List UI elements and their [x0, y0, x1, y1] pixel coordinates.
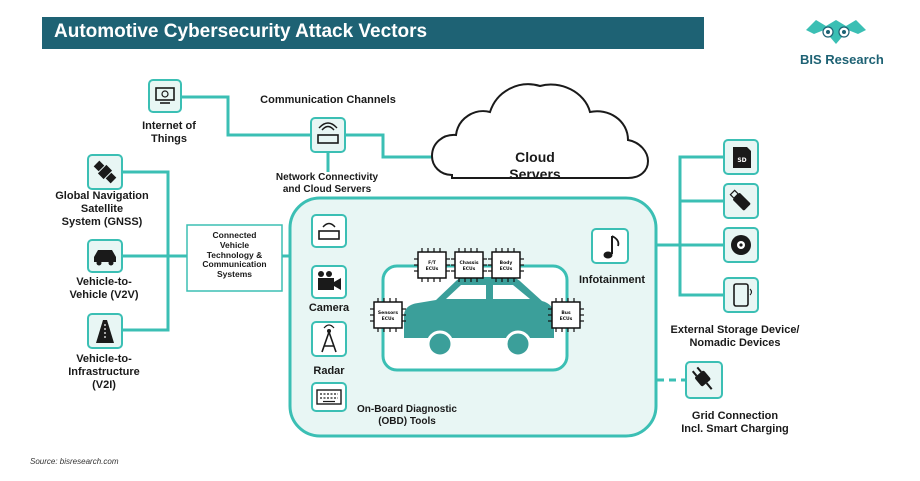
- label-external-storage-line-1: External Storage Device/: [670, 324, 800, 336]
- label-v2i-line-3: (V2I): [92, 379, 116, 392]
- label-cloud-servers-line-1: Cloud: [515, 149, 555, 165]
- svg-text:Chassis: Chassis: [459, 260, 478, 266]
- chip-chassis-ecus: Chassis ECUs: [451, 248, 487, 282]
- router-icon-network: [311, 214, 347, 248]
- label-grid-connection: Grid Connection Incl. Smart Charging: [660, 410, 810, 436]
- cloud-shape: [430, 83, 650, 179]
- label-camera: Camera: [308, 302, 350, 314]
- router-icon: [310, 117, 346, 153]
- chip-bus-ecus: Bus ECUs: [548, 298, 584, 332]
- label-v2v-line-1: Vehicle-to-: [76, 276, 132, 288]
- label-gnss: Global Navigation Satellite System (GNSS…: [42, 190, 162, 230]
- monitor-icon: [148, 79, 182, 113]
- source-note: Source: bisresearch.com: [30, 457, 119, 466]
- label-v2i: Vehicle-to- Infrastructure (V2I): [52, 353, 156, 393]
- usb-drive-icon: [723, 183, 759, 219]
- disc-icon: [723, 227, 759, 263]
- label-obd-line-1: On-Board Diagnostic: [356, 404, 457, 415]
- sd-card-icon: SD: [723, 139, 759, 175]
- music-note-icon: [591, 228, 629, 264]
- radar-icon: [311, 321, 347, 357]
- label-external-storage: External Storage Device/ Nomadic Devices: [660, 324, 810, 350]
- label-v2v-line-2: Vehicle (V2V): [69, 289, 139, 302]
- label-connected-vehicle-line-1: Connected: [212, 230, 257, 240]
- svg-text:ECUs: ECUs: [463, 266, 476, 272]
- label-infotainment: Infotainment: [579, 274, 645, 286]
- label-internet-of-things-line-2: Things: [150, 133, 188, 146]
- page-title: Automotive Cybersecurity Attack Vectors: [54, 21, 428, 42]
- label-obd-line-2: (OBD) Tools: [378, 416, 436, 427]
- label-cloud-servers-line-2: Servers: [509, 165, 561, 182]
- label-connected-vehicle-line-4: Communication: [202, 259, 267, 270]
- svg-text:ECUs: ECUs: [500, 266, 513, 272]
- label-gnss-line-2: Satellite: [80, 203, 124, 216]
- chip-sensors-ecus: Sensors ECUs: [370, 298, 406, 332]
- label-internet-of-things-line-1: Internet of: [142, 120, 196, 132]
- label-gnss-line-3: System (GNSS): [61, 216, 143, 229]
- label-network-connectivity: Network Connectivity and Cloud Servers: [262, 172, 392, 196]
- svg-text:ECUs: ECUs: [382, 316, 395, 322]
- label-obd: On-Board Diagnostic (OBD) Tools: [352, 404, 462, 428]
- chip-ft-ecus: F/T ECUs: [414, 248, 450, 282]
- chip-ft-ecus-label-2: ECUs: [426, 266, 439, 272]
- plug-icon: [685, 361, 723, 399]
- svg-text:Bus: Bus: [561, 310, 571, 316]
- car-icon: [404, 277, 554, 358]
- svg-text:Body: Body: [500, 260, 513, 266]
- label-grid-connection-line-2: Incl. Smart Charging: [681, 423, 789, 436]
- label-cloud-servers: Cloud Servers: [500, 149, 570, 183]
- label-v2i-line-1: Vehicle-to-: [76, 353, 132, 365]
- chip-body-ecus: Body ECUs: [488, 248, 524, 282]
- label-connected-vehicle-line-2: Vehicle: [219, 239, 250, 250]
- label-external-storage-line-2: Nomadic Devices: [689, 337, 781, 350]
- label-communication-channels: Communication Channels: [260, 94, 396, 106]
- label-network-connectivity-line-1: Network Connectivity: [275, 172, 379, 183]
- brand-name: BIS Research: [800, 52, 884, 67]
- satellite-icon: [87, 154, 123, 190]
- label-radar: Radar: [313, 365, 345, 377]
- label-gnss-line-1: Global Navigation: [55, 190, 149, 202]
- label-connected-vehicle-line-5: Systems: [217, 269, 252, 280]
- camera-icon: [311, 265, 347, 299]
- label-v2v: Vehicle-to- Vehicle (V2V): [52, 276, 156, 302]
- svg-text:Sensors: Sensors: [378, 310, 398, 316]
- road-icon: [87, 313, 123, 349]
- connected-vehicle-box: [186, 224, 283, 292]
- owl-logo-icon: [806, 20, 866, 44]
- keyboard-icon: [311, 382, 347, 412]
- label-connected-vehicle-line-3: Technology &: [206, 249, 263, 260]
- label-connected-vehicle: Connected Vehicle Technology & Communica…: [189, 230, 280, 280]
- label-grid-connection-line-1: Grid Connection: [691, 410, 779, 422]
- svg-text:ECUs: ECUs: [560, 316, 573, 322]
- title-bar: Automotive Cybersecurity Attack Vectors: [42, 17, 704, 49]
- label-v2i-line-2: Infrastructure: [68, 366, 140, 379]
- sd-card-icon-label: SD: [737, 157, 746, 164]
- smartphone-icon: [723, 277, 759, 313]
- car-v2v-icon: [87, 239, 123, 273]
- label-internet-of-things: Internet of Things: [132, 120, 206, 146]
- label-network-connectivity-line-2: and Cloud Servers: [282, 184, 372, 195]
- chip-ft-ecus-label-1: F/T: [428, 260, 437, 266]
